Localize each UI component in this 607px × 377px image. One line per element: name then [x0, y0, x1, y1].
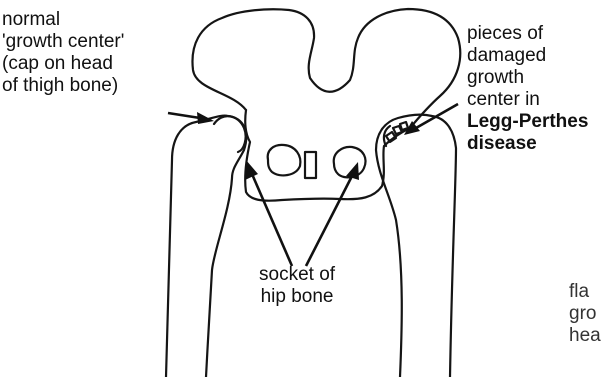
label-line: normal [2, 9, 124, 31]
normal-growth-center-label: normal 'growth center' (cap on head of t… [2, 9, 124, 97]
label-line: hip bone [259, 286, 335, 308]
left-foramen [268, 145, 301, 175]
pelvis-outline [192, 9, 460, 128]
disease-name-line: disease [467, 133, 588, 155]
arrow-normal-growth-center [168, 113, 200, 118]
label-line: hea [569, 325, 601, 347]
pubic-symphysis [305, 152, 316, 178]
label-line: growth [467, 67, 588, 89]
label-line: damaged [467, 45, 588, 67]
label-line: fla [569, 281, 601, 303]
cropped-label: fla gro hea [569, 281, 601, 347]
label-line: socket of [259, 264, 335, 286]
disease-name-line: Legg-Perthes [467, 111, 588, 133]
label-line: of thigh bone) [2, 75, 124, 97]
arrow-damaged-growth-center [416, 104, 458, 128]
right-femur [376, 115, 456, 377]
label-line: gro [569, 303, 601, 325]
left-femoral-head [214, 116, 246, 152]
socket-label: socket of hip bone [259, 264, 335, 308]
label-line: 'growth center' [2, 31, 124, 53]
arrow-socket-right [306, 176, 352, 266]
label-line: (cap on head [2, 53, 124, 75]
arrow-socket-left [252, 174, 292, 266]
label-line: center in [467, 89, 588, 111]
arrowhead-socket-left [245, 160, 258, 180]
label-line: pieces of [467, 23, 588, 45]
damaged-growth-center-label: pieces of damaged growth center in Legg-… [467, 23, 588, 155]
left-femur [166, 116, 246, 377]
